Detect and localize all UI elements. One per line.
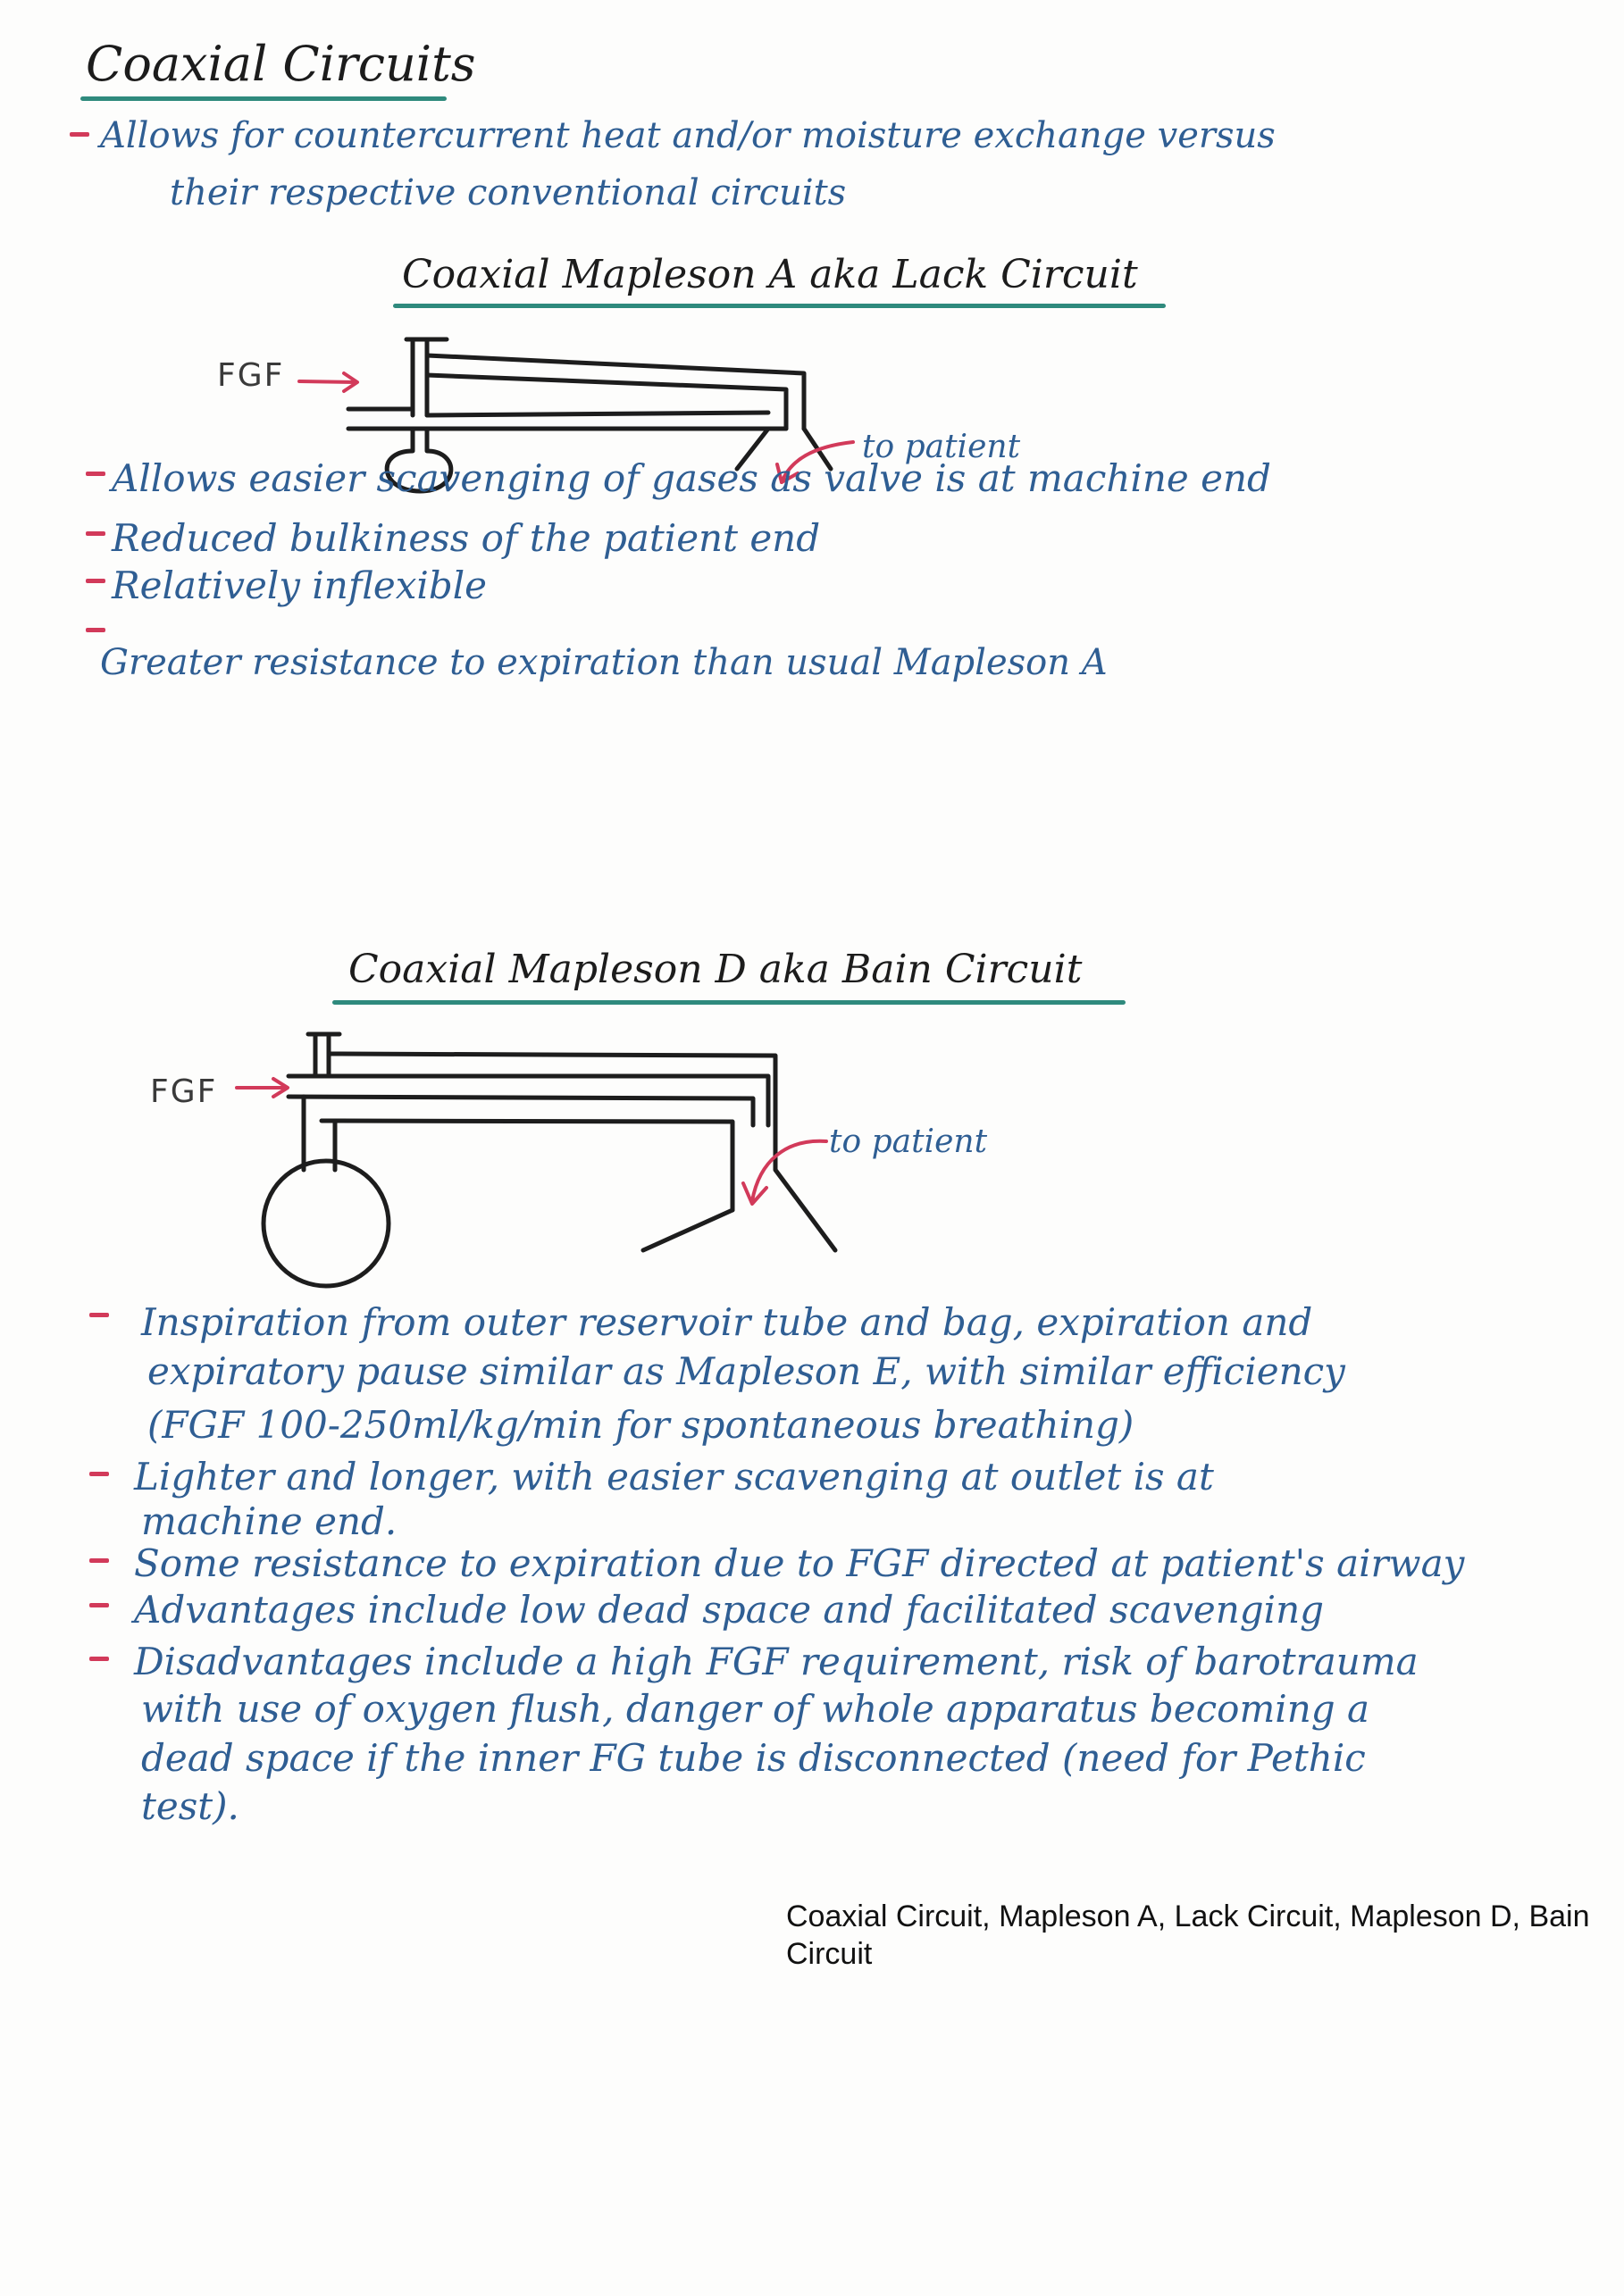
fgf-label-d: FGF xyxy=(150,1073,218,1110)
patient-label-d: to patient xyxy=(829,1123,988,1160)
bullet-dash xyxy=(89,1603,109,1607)
bullet-dash xyxy=(86,472,105,476)
fgf-label-a: FGF xyxy=(217,357,285,394)
bullet-dash xyxy=(89,1657,109,1661)
title-underline xyxy=(80,96,447,101)
intro-line-2: their respective conventional circuits xyxy=(170,172,847,213)
bullet-dash xyxy=(86,628,105,632)
section-a-bullet-3: Relatively inflexible xyxy=(112,564,487,607)
section-d-bullet-1-line-3: (FGF 100-250ml/kg/min for spontaneous br… xyxy=(147,1403,1134,1447)
section-d-bullet-2-line-2: machine end. xyxy=(141,1499,398,1543)
bullet-dash xyxy=(89,1558,109,1563)
page-title: Coaxial Circuits xyxy=(86,36,476,92)
bullet-dash xyxy=(86,531,105,536)
section-d-heading: Coaxial Mapleson D aka Bain Circuit xyxy=(348,947,1083,992)
section-d-bullet-5-line-4: test). xyxy=(141,1784,239,1828)
section-a-bullet-1: Allows easier scavenging of gases as val… xyxy=(112,456,1271,500)
bullet-dash xyxy=(86,579,105,583)
section-d-bullet-5-line-2: with use of oxygen flush, danger of whol… xyxy=(141,1687,1370,1731)
bullet-dash xyxy=(70,132,89,137)
section-d-bullet-1-line-1: Inspiration from outer reservoir tube an… xyxy=(141,1300,1313,1344)
section-d-bullet-4: Advantages include low dead space and fa… xyxy=(134,1588,1325,1632)
section-d-bullet-3: Some resistance to expiration due to FGF… xyxy=(134,1541,1465,1585)
bullet-dash xyxy=(89,1472,109,1476)
section-d-bullet-5-line-3: dead space if the inner FG tube is disco… xyxy=(141,1736,1366,1780)
section-d-bullet-1-line-2: expiratory pause similar as Mapleson E, … xyxy=(147,1349,1345,1393)
section-d-underline xyxy=(332,1000,1126,1005)
section-a-heading: Coaxial Mapleson A aka Lack Circuit xyxy=(402,252,1138,297)
section-a-bullet-4: Greater resistance to expiration than us… xyxy=(100,642,1108,683)
caption: Coaxial Circuit, Mapleson A, Lack Circui… xyxy=(786,1899,1590,1971)
intro-line-1: Allows for countercurrent heat and/or mo… xyxy=(100,115,1276,156)
bullet-dash xyxy=(89,1313,109,1317)
section-a-underline xyxy=(393,304,1166,308)
section-d-bullet-2-line-1: Lighter and longer, with easier scavengi… xyxy=(134,1455,1214,1499)
section-a-bullet-2: Reduced bulkiness of the patient end xyxy=(112,516,821,560)
patient-label-a: to patient xyxy=(862,429,1021,465)
section-d-bullet-5-line-1: Disadvantages include a high FGF require… xyxy=(134,1640,1419,1683)
